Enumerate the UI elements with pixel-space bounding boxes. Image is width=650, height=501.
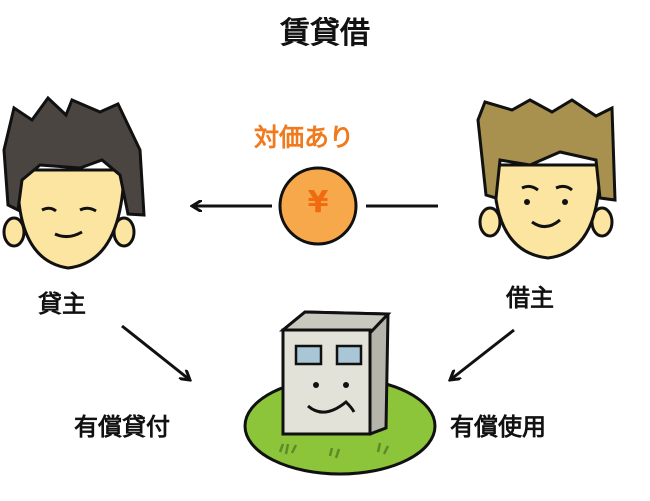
lend-arrow <box>121 324 190 380</box>
use-arrow <box>450 328 515 380</box>
paid-lending-label: 有償貸付 <box>74 413 170 441</box>
diagram-title: 賃貸借 <box>280 16 370 51</box>
yen-coin-icon <box>278 166 358 246</box>
borrower-face-icon <box>476 98 617 260</box>
borrower-label: 借主 <box>506 284 554 312</box>
building-on-land-icon <box>243 310 437 476</box>
paid-use-label: 有償使用 <box>450 413 546 441</box>
consideration-label: 対価あり <box>254 123 355 152</box>
yen-symbol: ¥ <box>307 185 329 220</box>
lender-face-icon <box>2 95 146 270</box>
lender-label: 貸主 <box>38 290 86 318</box>
